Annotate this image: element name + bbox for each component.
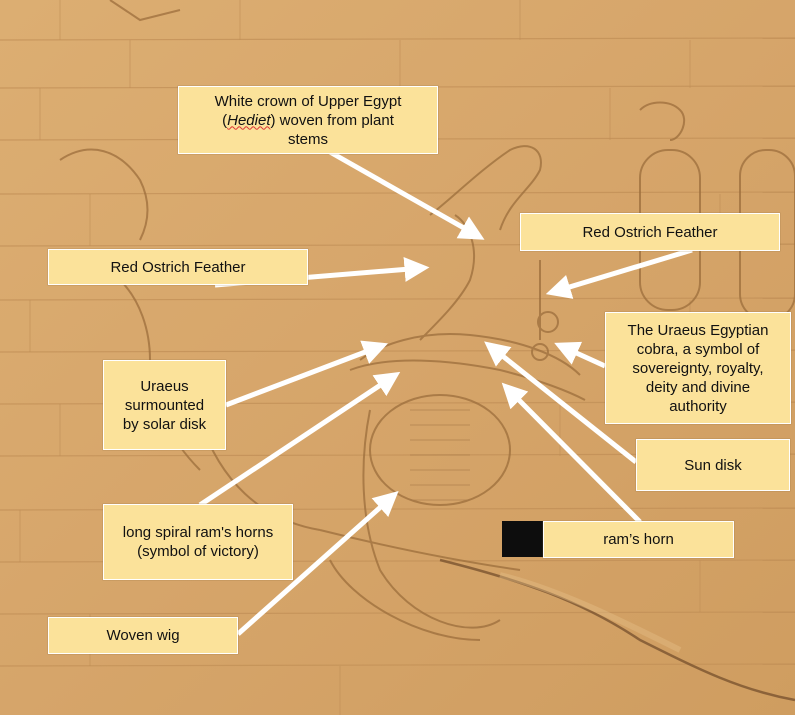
label-uraeus-cobra: The Uraeus Egyptian cobra, a symbol of s… <box>605 312 791 424</box>
label-woven-wig: Woven wig <box>48 617 238 654</box>
label-white-crown-line2-rest: ) woven from plant <box>270 111 394 129</box>
arrow-white-crown <box>328 149 485 240</box>
label-uraeus-disk-text: Uraeus surmounted by solar disk <box>122 377 207 433</box>
label-rams-horns-text: long spiral ram's horns (symbol of victo… <box>122 524 274 560</box>
label-red-feather-right: Red Ostrich Feather <box>520 213 780 251</box>
arrow-uraeus-disk <box>225 340 389 408</box>
label-uraeus-disk: Uraeus surmounted by solar disk <box>103 360 226 450</box>
label-sun-disk: Sun disk <box>636 439 790 491</box>
label-red-feather-right-text: Red Ostrich Feather <box>582 223 718 241</box>
arrow-sun-disk <box>484 341 638 464</box>
label-white-crown-line2: (Hediet) woven from plant <box>222 111 394 129</box>
arrow-red-feather-right <box>545 247 693 299</box>
arrow-uraeus-cobra <box>554 341 607 369</box>
label-sun-disk-text: Sun disk <box>684 456 742 474</box>
label-ram-horn: ram’s horn <box>543 521 734 558</box>
label-white-crown-italic: Hediet <box>227 111 271 129</box>
label-uraeus-cobra-text: The Uraeus Egyptian cobra, a symbol of s… <box>627 321 769 415</box>
label-white-crown: White crown of Upper Egypt (Hediet) wove… <box>178 86 438 154</box>
label-ram-horn-text: ram’s horn <box>603 531 674 548</box>
arrow-rams-horns <box>198 371 401 508</box>
arrow-ram-horn <box>501 382 642 524</box>
label-white-crown-line3: stems <box>287 130 328 148</box>
label-rams-horns: long spiral ram's horns (symbol of victo… <box>103 504 293 580</box>
label-red-feather-left-text: Red Ostrich Feather <box>110 258 246 276</box>
label-red-feather-left: Red Ostrich Feather <box>48 249 308 285</box>
label-woven-wig-text: Woven wig <box>106 627 180 644</box>
arrow-woven-wig <box>236 491 399 636</box>
label-white-crown-line1: White crown of Upper Egypt <box>214 92 402 110</box>
